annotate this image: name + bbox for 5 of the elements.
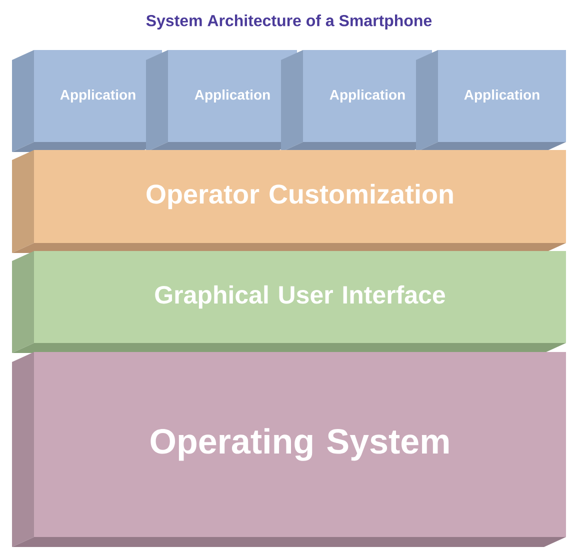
layer-block: Operating System	[12, 352, 566, 547]
layer-block: Graphical User Interface	[12, 251, 566, 353]
title: System Architecture of a Smartphone	[146, 14, 432, 30]
layer-block: Operator Customization	[12, 150, 566, 253]
application-box: Application	[416, 50, 566, 152]
